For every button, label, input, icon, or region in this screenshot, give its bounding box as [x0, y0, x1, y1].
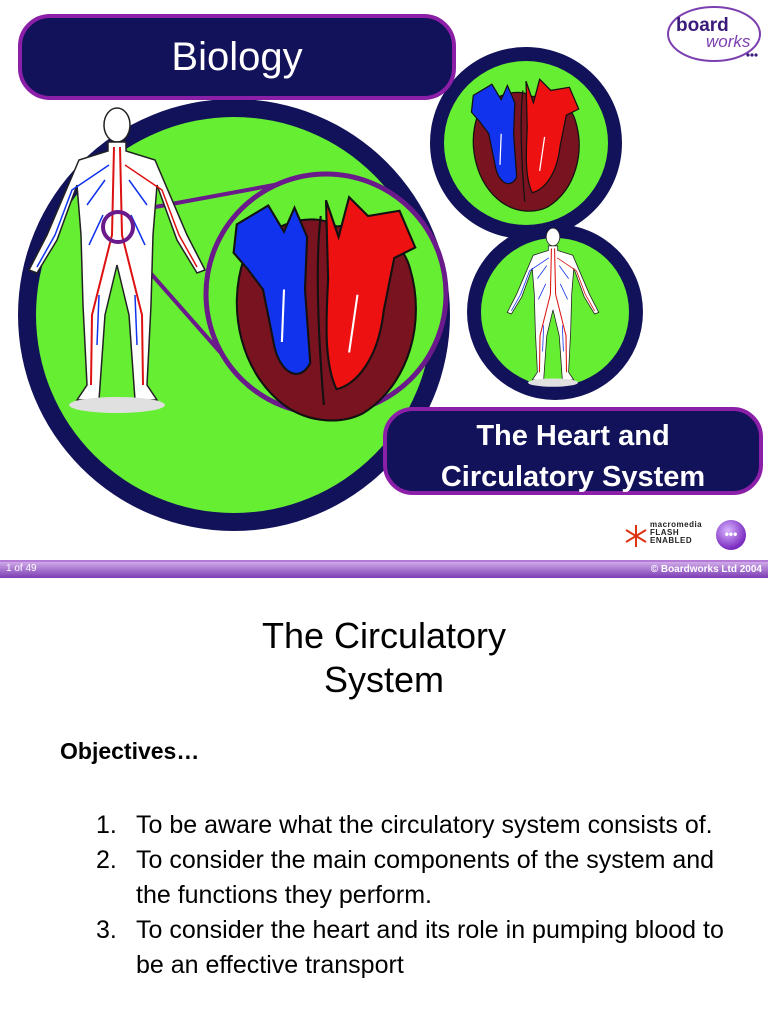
subject-banner: Biology: [18, 14, 456, 100]
logo-text-works: works: [706, 32, 751, 51]
title-line-1: The Heart and: [476, 420, 670, 452]
objectives-slide: The Circulatory System Objectives… 1. To…: [0, 580, 768, 1024]
boardworks-logo: board works: [666, 5, 762, 63]
slide-counter: 1 of 49: [6, 563, 37, 574]
flash-enabled-badge: macromedia FLASH ENABLED •••: [624, 518, 764, 552]
objectives-list: 1. To be aware what the circulatory syst…: [96, 808, 736, 983]
title-slide: Biology The Heart and Circulatory System…: [18, 5, 764, 552]
copyright-notice: © Boardworks Ltd 2004: [650, 564, 762, 575]
logo-text-board: board: [676, 15, 729, 36]
slide-footer: [0, 562, 768, 578]
slide-title: The Circulatory System: [261, 615, 507, 700]
objectives-heading: Objectives…: [60, 738, 200, 764]
footer-divider: [0, 560, 768, 562]
list-item: 2. To consider the main components of th…: [96, 846, 715, 909]
title-line-2: Circulatory System: [440, 461, 706, 493]
flash-logo-icon: [625, 525, 647, 547]
title-banner: The Heart and Circulatory System: [383, 407, 763, 495]
subject-label: Biology: [171, 35, 303, 79]
list-item: 3. To consider the heart and its role in…: [96, 916, 724, 979]
more-button[interactable]: •••: [716, 520, 746, 550]
flash-badge-text: macromedia FLASH ENABLED: [650, 520, 703, 545]
title-illustration: [18, 47, 643, 531]
list-item: 1. To be aware what the circulatory syst…: [96, 811, 713, 839]
